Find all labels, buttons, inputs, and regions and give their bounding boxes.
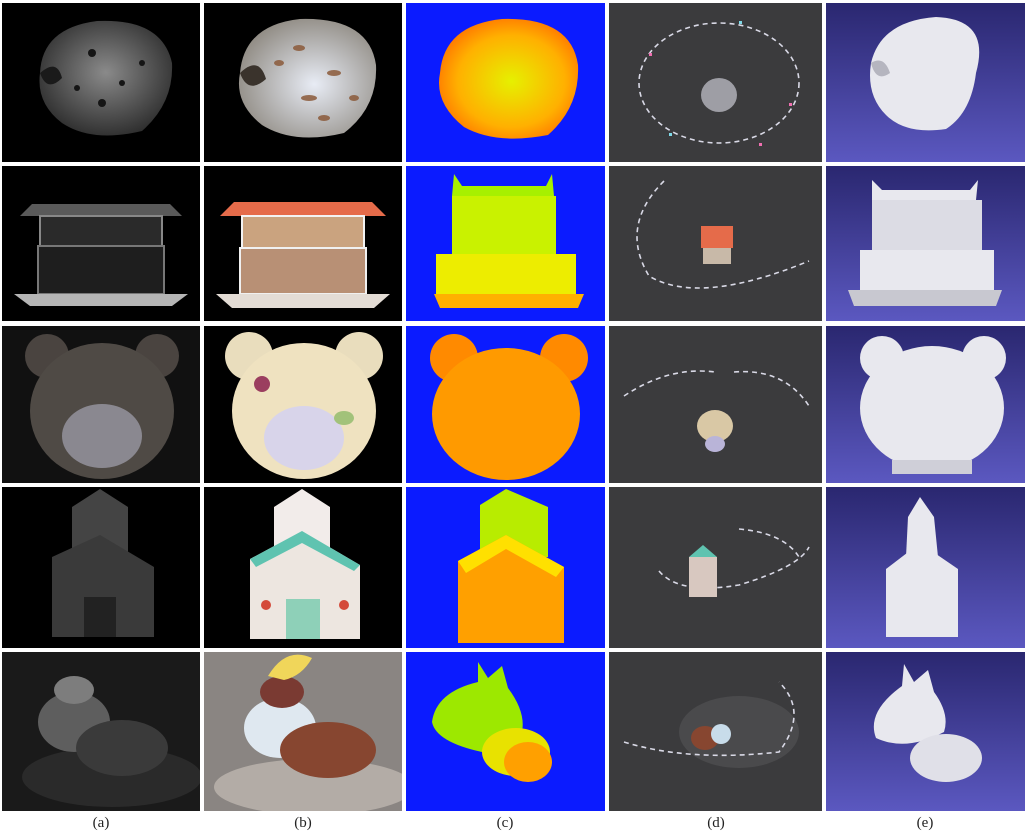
row2-col-a-house-lowlight (2, 166, 200, 321)
row3-col-a-bear-lowlight (2, 326, 200, 483)
row2-col-c-house-depth (406, 166, 605, 321)
caption-b: (b) (294, 815, 312, 831)
row5-col-a-dog-lowlight (2, 652, 200, 811)
house-depth-map (406, 166, 605, 321)
row2-col-b-house-rgb (204, 166, 402, 321)
row5-col-b-dog-rgb (204, 652, 402, 811)
row1-col-b-shell-rgb (204, 3, 402, 162)
shell-rgb-image (204, 3, 402, 162)
church-depth-map (406, 487, 605, 648)
row3-col-b-bear-rgb (204, 326, 402, 483)
shell-lowlight-image (2, 3, 200, 162)
caption-d: (d) (707, 815, 725, 831)
bear-camera-poses-view (609, 326, 822, 483)
dog-rgb-image (204, 652, 402, 811)
shell-depth-map (406, 3, 605, 162)
row2-col-e-house-mesh (826, 166, 1025, 321)
row1-col-a-shell-lowlight (2, 3, 200, 162)
row3-col-d-bear-cameras (609, 326, 822, 483)
shell-reconstructed-mesh (826, 3, 1025, 162)
row3-col-c-bear-depth (406, 326, 605, 483)
dog-reconstructed-mesh (826, 652, 1025, 811)
dog-lowlight-image (2, 652, 200, 811)
row4-col-a-church-lowlight (2, 487, 200, 648)
row5-col-d-dog-cameras (609, 652, 822, 811)
church-lowlight-image (2, 487, 200, 648)
shell-camera-poses-view (609, 3, 822, 162)
house-reconstructed-mesh (826, 166, 1025, 321)
row4-col-c-church-depth (406, 487, 605, 648)
bear-reconstructed-mesh (826, 326, 1025, 483)
church-reconstructed-mesh (826, 487, 1025, 648)
dog-depth-map (406, 652, 605, 811)
church-rgb-image (204, 487, 402, 648)
house-camera-poses-view (609, 166, 822, 321)
caption-a: (a) (92, 815, 110, 831)
caption-e: (e) (916, 815, 934, 831)
house-lowlight-image (2, 166, 200, 321)
house-rgb-image (204, 166, 402, 321)
row3-col-e-bear-mesh (826, 326, 1025, 483)
row4-col-d-church-cameras (609, 487, 822, 648)
row5-col-e-dog-mesh (826, 652, 1025, 811)
row5-col-c-dog-depth (406, 652, 605, 811)
row4-col-e-church-mesh (826, 487, 1025, 648)
row4-col-b-church-rgb (204, 487, 402, 648)
bear-depth-map (406, 326, 605, 483)
bear-lowlight-image (2, 326, 200, 483)
row1-col-e-shell-mesh (826, 3, 1025, 162)
row1-col-c-shell-depth (406, 3, 605, 162)
dog-camera-poses-view (609, 652, 822, 811)
bear-rgb-image (204, 326, 402, 483)
caption-c: (c) (496, 815, 514, 831)
church-camera-poses-view (609, 487, 822, 648)
row2-col-d-house-cameras (609, 166, 822, 321)
row1-col-d-shell-cameras (609, 3, 822, 162)
